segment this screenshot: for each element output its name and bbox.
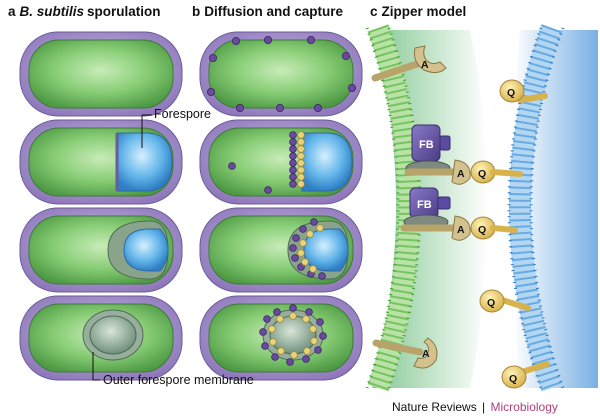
a-protein-top: A: [371, 45, 447, 82]
fb-label-upper: FB: [419, 139, 434, 151]
forespore-callout: Forespore: [154, 107, 211, 121]
dots-b1: [206, 36, 356, 113]
a-label-mid2: A: [457, 224, 465, 236]
cell-b2: [199, 119, 363, 205]
q-label-top: Q: [507, 87, 515, 99]
cell-a4: [19, 295, 183, 381]
a-label-top: A: [421, 59, 429, 71]
panel-a-letter: a: [8, 4, 16, 19]
q-protein-lower: Q: [479, 289, 531, 313]
fb-complex-lower: FB A Q: [400, 187, 518, 241]
q-protein-bottom: Q: [501, 361, 550, 389]
credit-subject: Microbiology: [490, 400, 558, 414]
cell-b1: [199, 31, 363, 117]
cell-b4: [199, 295, 363, 381]
panel-a-sporulation: [19, 31, 183, 381]
dots-b4: [259, 304, 327, 366]
panel-b-title-text: Diffusion and capture: [204, 4, 344, 19]
credit-separator: |: [482, 400, 486, 414]
credit-journal: Nature Reviews: [392, 400, 477, 414]
panel-a-title-rest: sporulation: [87, 4, 161, 19]
cell-a2: [19, 119, 183, 205]
cell-b3: [199, 207, 363, 293]
dots-b3: [289, 218, 326, 280]
panel-c-zipper-model: A FB A Q FB A Q: [365, 24, 598, 392]
cell-a1: [19, 31, 183, 117]
outer-membrane-leader: [92, 352, 100, 381]
fb-label-lower: FB: [417, 199, 432, 211]
cell-a3: [19, 207, 183, 293]
a-label-bottom: A: [422, 348, 430, 360]
panel-c-title-text: Zipper model: [381, 4, 467, 19]
a-label-mid1: A: [457, 168, 465, 180]
forespore-a2: [116, 132, 173, 192]
panel-c-letter: c: [370, 4, 378, 19]
panel-b-letter: b: [192, 4, 201, 19]
q-label-mid2: Q: [478, 224, 486, 236]
q-label-lower: Q: [487, 297, 495, 309]
panel-a-organism: B. subtilis: [19, 4, 85, 19]
q-label-bottom: Q: [509, 373, 517, 385]
a-protein-bottom: A: [372, 337, 438, 369]
forespore-membrane: [507, 24, 565, 392]
outer-membrane-callout: Outer forespore membrane: [103, 373, 254, 387]
dots-b2: [228, 131, 305, 194]
credit-line: Nature Reviews | Microbiology: [392, 400, 558, 414]
panel-b-diffusion-capture: [199, 31, 363, 381]
q-label-mid1: Q: [478, 168, 486, 180]
fb-complex-upper: FB A Q: [404, 124, 523, 185]
q-protein-top: Q: [499, 79, 548, 103]
